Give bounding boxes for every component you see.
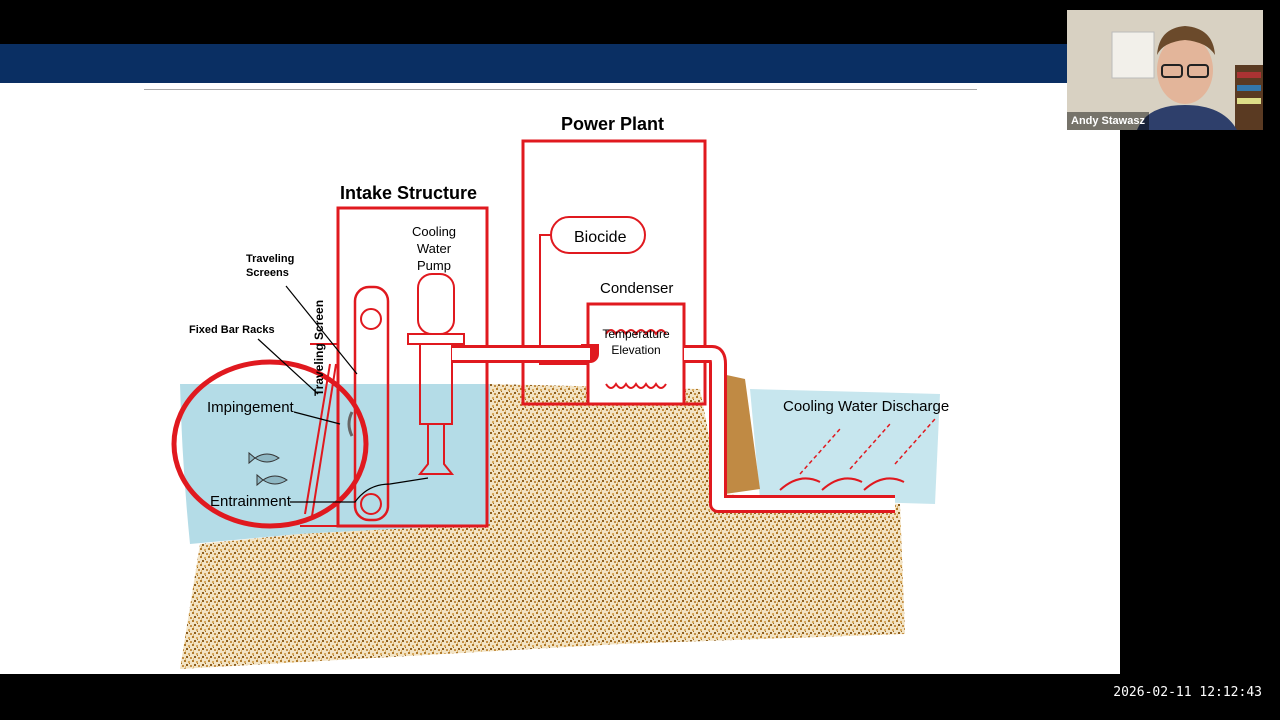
cooling-pipe-inner <box>452 348 895 510</box>
sediment <box>180 384 905 669</box>
presentation-slide: Power Plant Intake Structure Cooling Wat… <box>0 44 1120 674</box>
participant-name: Andy Stawasz <box>1067 112 1149 130</box>
cooling-water-discharge-label: Cooling Water Discharge <box>783 398 950 415</box>
impinged-fish-icon <box>347 411 354 437</box>
biocide-label: Biocide <box>574 229 627 246</box>
fixed-bar-rack <box>304 363 337 517</box>
slide-divider <box>144 89 977 90</box>
participant-video <box>1067 10 1263 130</box>
pump-intake-bell <box>417 423 455 475</box>
entrainment-label: Entrainment <box>210 493 291 510</box>
fish-icon <box>248 451 280 465</box>
temperature-elevation-label: Temperature Elevation <box>602 327 670 357</box>
fixed-bar-racks-leader <box>257 338 319 395</box>
discharge-diffusers <box>779 477 905 491</box>
entrainment-leader <box>290 477 429 503</box>
condenser-coil-top <box>605 329 667 336</box>
timestamp: 2026-02-11 12:12:43 <box>1113 685 1262 700</box>
fixed-bar-racks-label: Fixed Bar Racks <box>189 324 275 336</box>
power-plant-label: Power Plant <box>561 114 665 134</box>
discharge-plumes <box>799 418 936 475</box>
screen-bottom-roller <box>360 493 382 515</box>
participant-video-tile[interactable]: Andy Stawasz <box>1067 10 1263 130</box>
impingement-label: Impingement <box>207 399 294 416</box>
traveling-screen-vertical-label: Traveling Screen <box>312 299 326 396</box>
intake-wall <box>300 343 339 527</box>
intake-water <box>180 384 490 544</box>
impingement-entrainment-circle <box>171 359 369 529</box>
impingement-leader <box>293 411 341 425</box>
slide-header-banner <box>0 44 1120 83</box>
screen-top-roller <box>360 308 382 330</box>
traveling-screens-label: Traveling Screens <box>246 253 295 279</box>
pump-motor <box>417 273 455 335</box>
cooling-water-pump-label: Cooling Water Pump <box>411 224 457 273</box>
condenser-label: Condenser <box>600 280 674 297</box>
cooling-water-diagram <box>171 139 940 669</box>
discharge-water <box>750 389 940 504</box>
condenser-coil-bottom <box>605 382 667 389</box>
biocide-line <box>539 234 590 365</box>
intake-structure-label: Intake Structure <box>340 183 478 203</box>
riverbank <box>722 374 760 494</box>
fish-icon <box>256 473 288 487</box>
pump-flange <box>407 333 465 345</box>
traveling-screens-leader <box>285 285 358 375</box>
